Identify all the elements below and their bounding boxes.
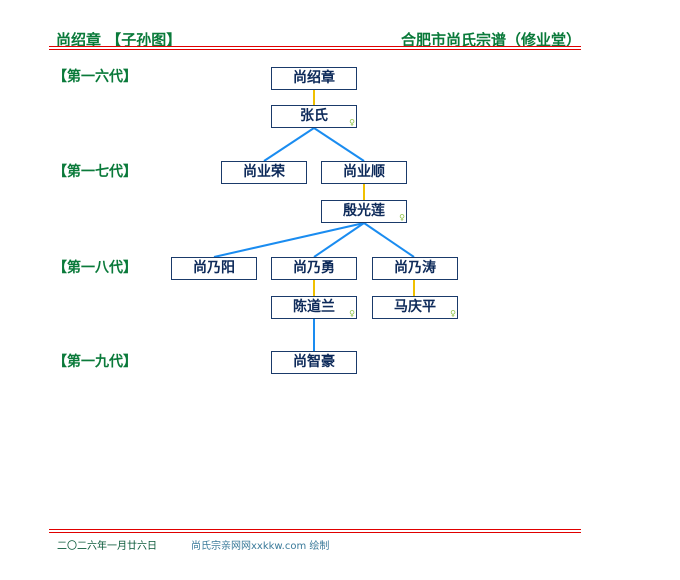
person-name: 陈道兰 xyxy=(293,299,335,315)
female-icon: ♀ xyxy=(399,213,405,222)
generation-label: 【第一七代】 xyxy=(53,164,137,180)
child-line xyxy=(213,222,365,258)
person-box[interactable]: 尚智豪 xyxy=(271,351,357,374)
female-icon: ♀ xyxy=(450,309,456,318)
generation-label: 【第一八代】 xyxy=(53,260,137,276)
spouse-box[interactable]: 殷光莲 ♀ xyxy=(321,200,407,223)
child-line xyxy=(263,127,315,162)
spouse-box[interactable]: 马庆平 ♀ xyxy=(372,296,458,319)
footer-divider xyxy=(49,529,581,530)
person-box[interactable]: 尚业顺 xyxy=(321,161,407,184)
child-line xyxy=(313,222,365,258)
female-icon: ♀ xyxy=(349,118,355,127)
person-box[interactable]: 尚乃涛 xyxy=(372,257,458,280)
header-title-right: 合肥市尚氏宗谱（修业堂） xyxy=(400,31,581,49)
header-divider xyxy=(49,49,581,50)
generation-label: 【第一九代】 xyxy=(53,354,137,370)
person-box[interactable]: 尚乃阳 xyxy=(171,257,257,280)
child-line xyxy=(313,127,365,162)
female-icon: ♀ xyxy=(349,309,355,318)
spouse-box[interactable]: 张氏 ♀ xyxy=(271,105,357,128)
person-box[interactable]: 尚业荣 xyxy=(221,161,307,184)
spouse-box[interactable]: 陈道兰 ♀ xyxy=(271,296,357,319)
footer-date: 二〇二六年一月廿六日 xyxy=(57,541,157,552)
person-name: 马庆平 xyxy=(394,299,436,315)
footer-divider xyxy=(49,532,581,533)
child-line xyxy=(363,222,415,258)
person-name: 殷光莲 xyxy=(343,203,385,219)
person-box[interactable]: 尚乃勇 xyxy=(271,257,357,280)
footer-credit: 尚氏宗亲网网xxkkw.com 绘制 xyxy=(191,541,330,552)
generation-label: 【第一六代】 xyxy=(53,69,137,85)
person-name: 张氏 xyxy=(300,108,328,124)
header-title-left: 尚绍章 【子孙图】 xyxy=(56,31,182,49)
header-divider xyxy=(49,46,581,47)
person-box[interactable]: 尚绍章 xyxy=(271,67,357,90)
